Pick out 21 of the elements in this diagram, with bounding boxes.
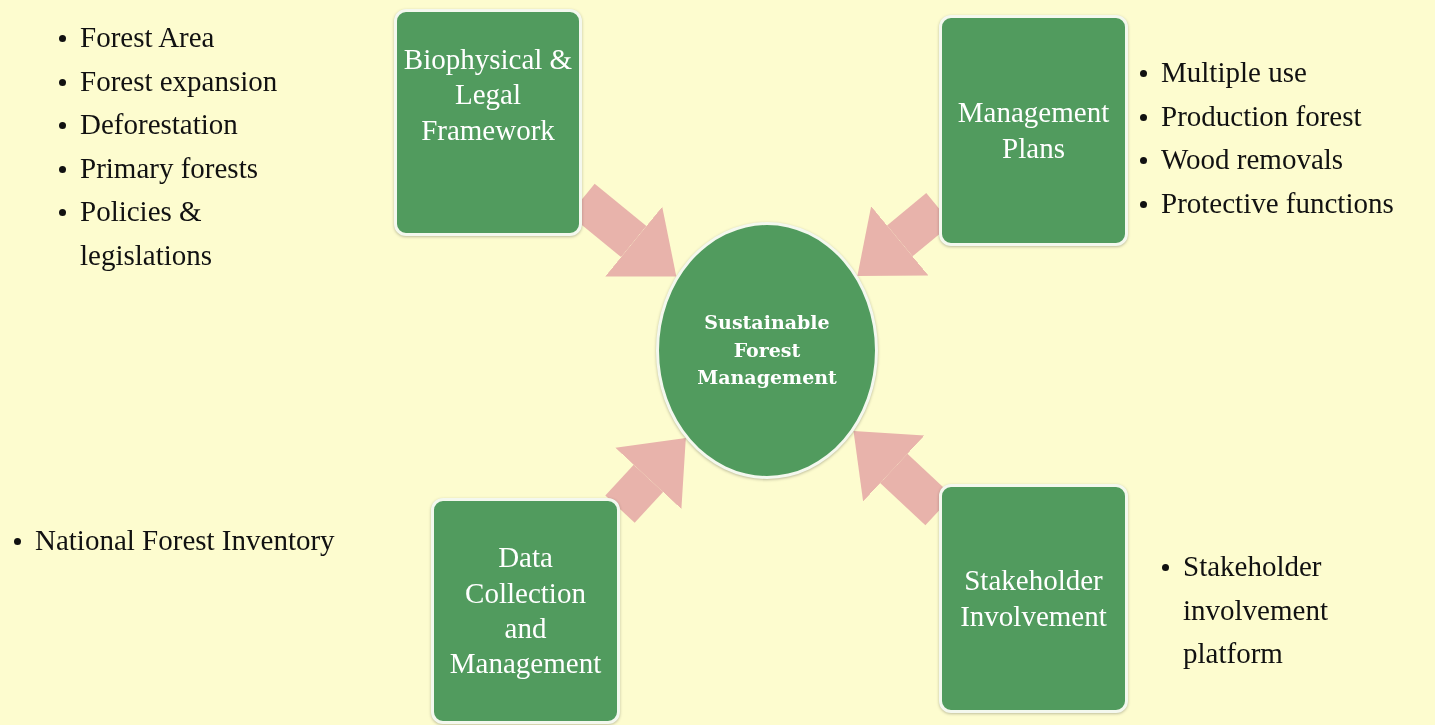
- process-box: [939, 484, 1128, 713]
- list-item-text: Stakeholder involvement platform: [1183, 549, 1329, 671]
- node-label: Biophysical & Legal Framework: [403, 43, 573, 146]
- node-label: Data Collection and Management: [449, 541, 602, 680]
- list-item-text: Multiple use: [1161, 55, 1307, 90]
- block-arrow: [605, 438, 686, 523]
- process-box: [431, 498, 620, 724]
- process-box: [394, 9, 582, 236]
- list-item-text: Protective functions: [1161, 185, 1394, 221]
- node-label: Sustainable Forest Management: [697, 311, 837, 389]
- list-item-text: Policies & legislations: [80, 194, 214, 273]
- list-item-text: Primary forests: [80, 150, 258, 186]
- list-item-text: Forest expansion: [80, 63, 278, 99]
- list-item-text: Production forest: [1161, 98, 1362, 134]
- process-box: [939, 15, 1128, 246]
- node-label: Stakeholder Involvement: [960, 564, 1107, 632]
- node-label: Management Plans: [957, 96, 1110, 164]
- list-item-text: Wood removals: [1161, 142, 1344, 177]
- list-item-text: Deforestation: [80, 107, 238, 142]
- list-item-text: Forest Area: [80, 20, 215, 55]
- list-item-text: National Forest Inventory: [35, 523, 335, 558]
